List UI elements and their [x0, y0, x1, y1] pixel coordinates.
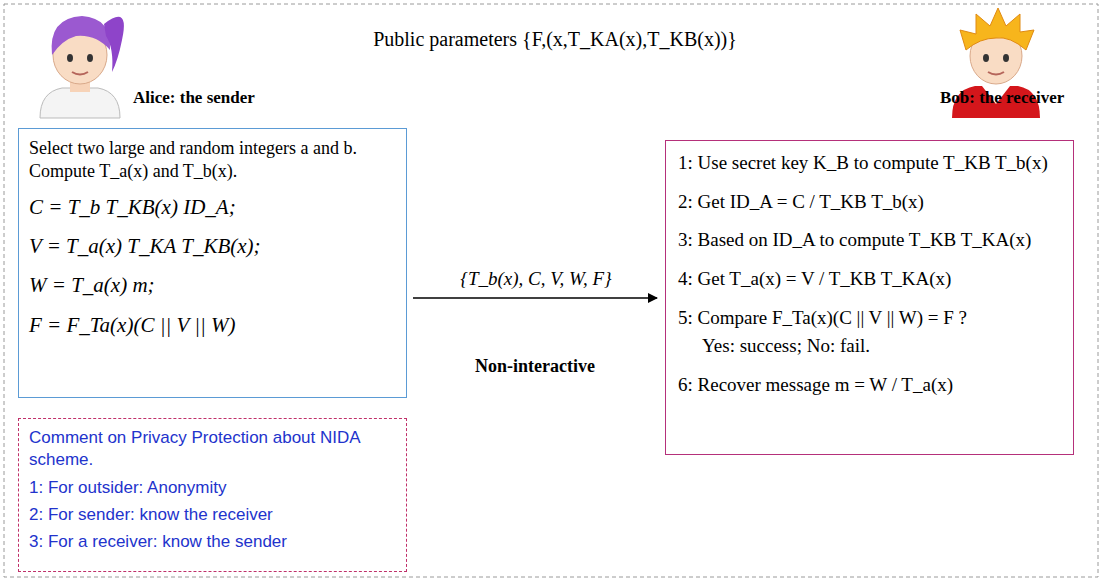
node-text: Comment on Privacy Protection about NIDA… — [29, 427, 396, 471]
sender-box: Select two large and random integers a a… — [18, 128, 407, 398]
edge-label: {T_b(x), C, V, W, F} — [458, 268, 613, 290]
node-text: 3: Based on ID_A to compute T_KB T_KA(x) — [678, 228, 1061, 253]
receiver-name: Bob: the receiver — [940, 88, 1102, 108]
node-text: C = T_b T_KB(x) ID_A; — [29, 194, 396, 221]
node-text: 6: Recover message m = W / T_a(x) — [678, 373, 1061, 398]
sender-name: Alice: the sender — [133, 88, 333, 108]
message-arrow — [413, 297, 657, 299]
comment-box: Comment on Privacy Protection about NIDA… — [18, 418, 407, 572]
alice-shirt — [40, 88, 120, 118]
outer-dashed-frame — [4, 4, 1098, 577]
node-text: 1: For outsider: Anonymity — [29, 477, 396, 499]
node-text: 1: Use secret key K_B to compute T_KB T_… — [678, 151, 1061, 176]
node-text: 2: For sender: know the receiver — [29, 504, 396, 526]
node-text: Yes: success; No: fail. — [678, 334, 1061, 359]
alice-eye — [87, 54, 93, 62]
diagram-title: Public parameters {F,(x,T_KA(x),T_KB(x))… — [230, 28, 880, 51]
receiver-box: 1: Use secret key K_B to compute T_KB T_… — [665, 140, 1074, 455]
node-text: F = F_Ta(x)(C || V || W) — [29, 312, 396, 339]
alice-mouth — [72, 72, 88, 75]
node-text: 2: Get ID_A = C / T_KB T_b(x) — [678, 190, 1061, 215]
alice-avatar — [40, 16, 124, 118]
alice-hair — [52, 16, 111, 55]
node-text: 4: Get T_a(x) = V / T_KB T_KA(x) — [678, 267, 1061, 292]
node-text: Select two large and random integers a a… — [29, 137, 396, 184]
mode-note: Non-interactive — [435, 356, 635, 377]
bob-eye — [1003, 54, 1009, 62]
alice-eye — [67, 54, 73, 62]
bob-eye — [983, 54, 989, 62]
bob-hair — [960, 8, 1034, 50]
node-text: V = T_a(x) T_KA T_KB(x); — [29, 233, 396, 260]
node-text: 3: For a receiver: know the sender — [29, 531, 396, 553]
bob-mouth — [988, 72, 1004, 75]
node-text: W = T_a(x) m; — [29, 272, 396, 299]
node-text: 5: Compare F_Ta(x)(C || V || W) = F ? — [678, 306, 1061, 331]
alice-ponytail — [104, 17, 124, 72]
